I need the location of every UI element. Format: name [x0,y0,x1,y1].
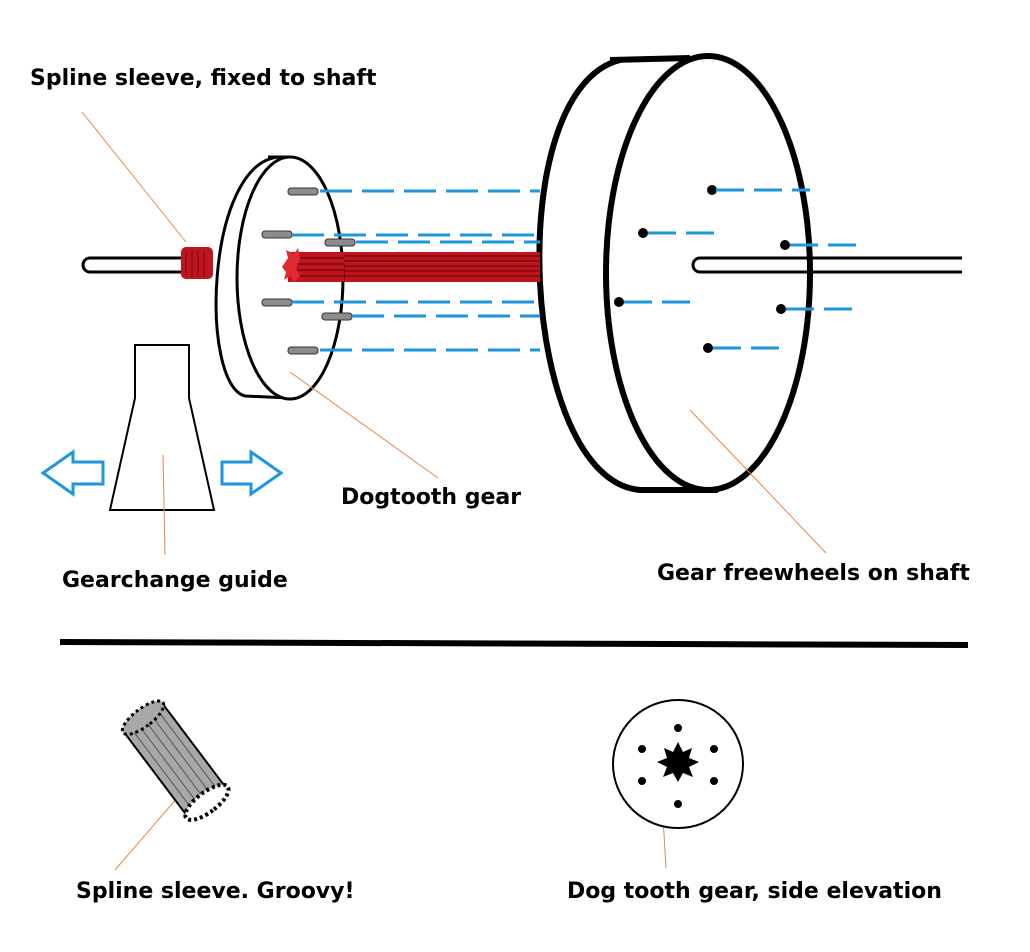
engagement-dash-lines [292,189,540,352]
spline-sleeve-detail [120,699,231,822]
spline-sleeve-collar [181,247,213,279]
freewheel-holes [614,185,790,353]
dogtooth-gear [214,155,356,401]
label-dogtooth-gear: Dogtooth gear [341,485,521,510]
left-hollow-arrow-icon [40,449,105,497]
label-gear-freewheels: Gear freewheels on shaft [657,561,970,586]
right-hollow-arrow-icon [220,449,284,497]
label-spline-sleeve-groovy: Spline sleeve. Groovy! [76,879,355,904]
shaft-left [81,256,188,274]
label-gearchange-guide: Gearchange guide [62,568,288,593]
shaft-right [691,256,962,274]
label-dog-tooth-side-elevation: Dog tooth gear, side elevation [567,879,942,904]
label-spline-sleeve-fixed: Spline sleeve, fixed to shaft [30,66,377,91]
gearchange-guide [108,344,216,511]
section-divider [59,639,969,648]
freewheel-hole-dash-lines [624,188,862,350]
dog-tooth-side-elevation [612,699,744,829]
